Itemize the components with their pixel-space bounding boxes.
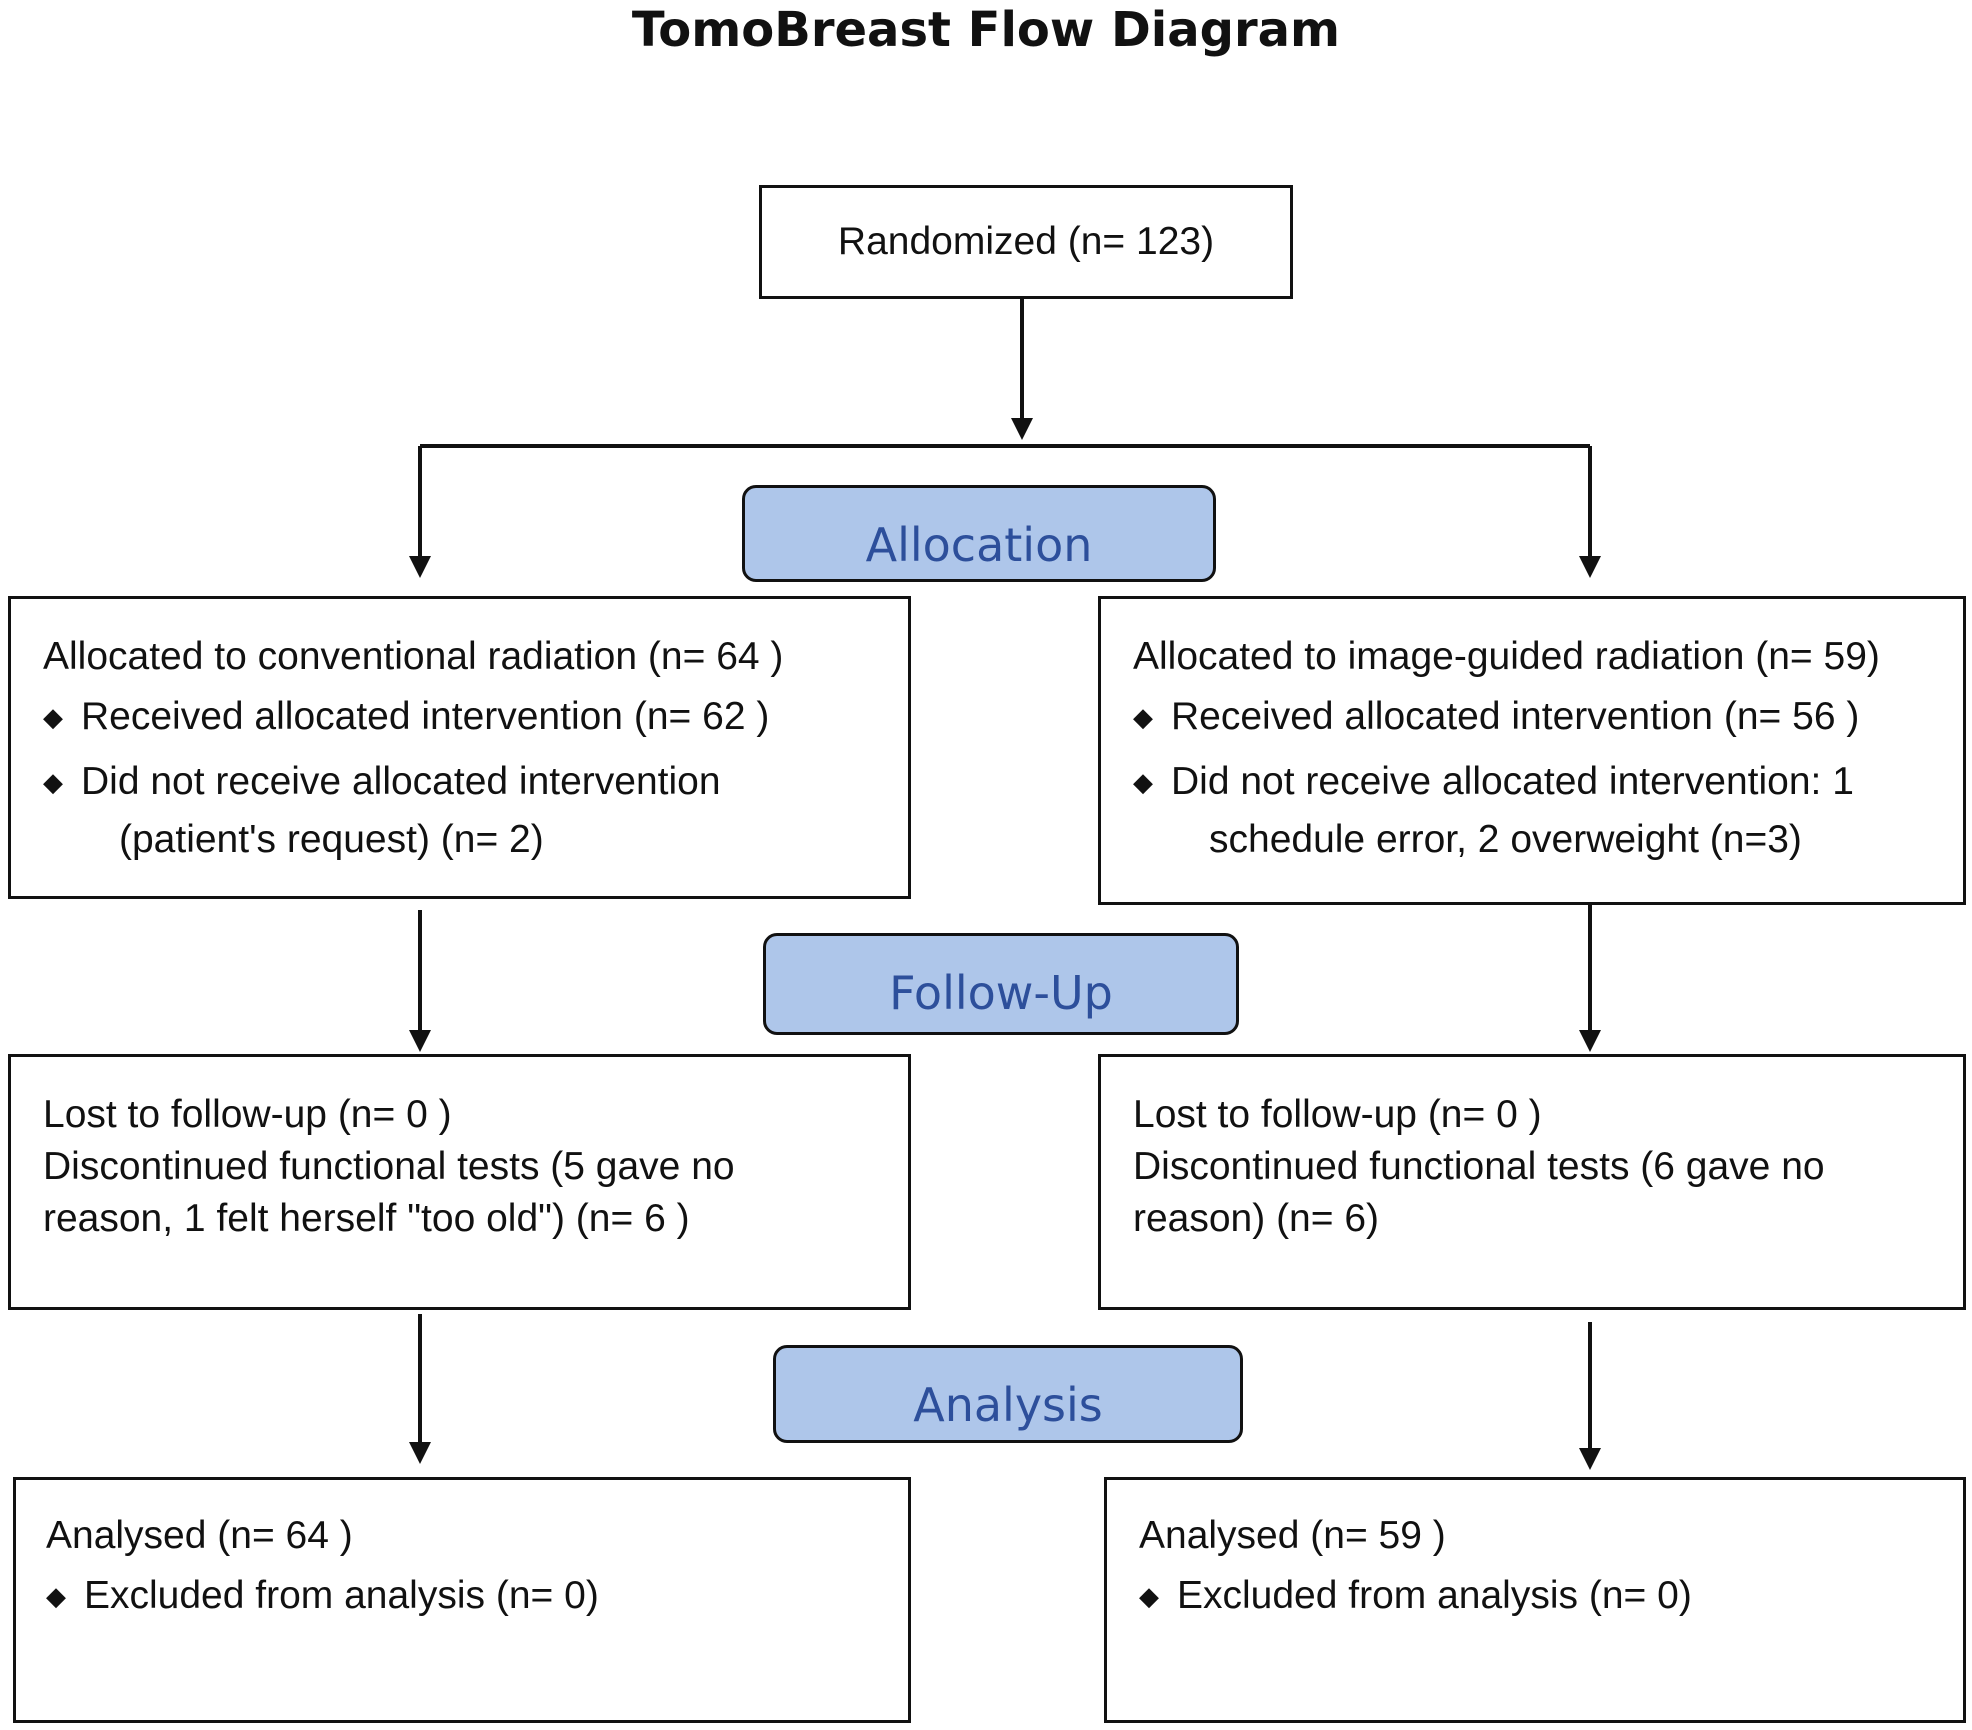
analysis-left-bullet-text: Excluded from analysis (n= 0): [84, 1574, 599, 1617]
stage-allocation: Allocation: [742, 485, 1216, 582]
follow-up-left-line-2: Discontinued functional tests (5 gave no: [43, 1145, 735, 1188]
stage-follow-up-label: Follow-Up: [889, 966, 1113, 1020]
stage-follow-up: Follow-Up: [763, 933, 1239, 1035]
allocation-right-bullet-1: ◆ Received allocated intervention (n= 56…: [1133, 693, 1963, 741]
stage-allocation-label: Allocation: [865, 518, 1093, 572]
analysis-left-box: Analysed (n= 64 ) ◆ Excluded from analys…: [13, 1477, 911, 1723]
allocation-right-bullet-2-continuation: schedule error, 2 overweight (n=3): [1209, 818, 1802, 861]
arrow-head-randomized: [1011, 418, 1033, 440]
allocation-right-box: Allocated to image-guided radiation (n= …: [1098, 596, 1966, 905]
randomized-label: Randomized (n= 123): [837, 220, 1215, 263]
arrow-head-followup-left: [409, 1030, 431, 1052]
allocation-left-bullet-2-continuation: (patient's request) (n= 2): [119, 818, 544, 861]
arrow-head-followup-right: [1579, 1030, 1601, 1052]
allocation-left-bullet-1: ◆ Received allocated intervention (n= 62…: [43, 693, 908, 741]
diamond-bullet-icon: ◆: [43, 702, 63, 732]
diamond-bullet-icon: ◆: [1133, 702, 1153, 732]
follow-up-left-box: Lost to follow-up (n= 0 ) Discontinued f…: [8, 1054, 911, 1310]
follow-up-right-line-1: Lost to follow-up (n= 0 ): [1133, 1093, 1542, 1136]
stage-analysis: Analysis: [773, 1345, 1243, 1443]
follow-up-left-line-1: Lost to follow-up (n= 0 ): [43, 1093, 452, 1136]
allocation-left-bullet-2-text: Did not receive allocated intervention: [81, 760, 721, 803]
analysis-right-box: Analysed (n= 59 ) ◆ Excluded from analys…: [1104, 1477, 1966, 1723]
analysis-left-bullet: ◆ Excluded from analysis (n= 0): [46, 1572, 908, 1620]
allocation-left-heading: Allocated to conventional radiation (n= …: [43, 635, 784, 678]
allocation-left-bullet-1-text: Received allocated intervention (n= 62 ): [81, 695, 770, 738]
diamond-bullet-icon: ◆: [43, 767, 63, 797]
allocation-left-bullet-2: ◆ Did not receive allocated intervention…: [43, 758, 908, 864]
analysis-left-heading: Analysed (n= 64 ): [46, 1514, 353, 1557]
diamond-bullet-icon: ◆: [1139, 1581, 1159, 1611]
analysis-right-bullet-text: Excluded from analysis (n= 0): [1177, 1574, 1692, 1617]
analysis-right-heading: Analysed (n= 59 ): [1139, 1514, 1446, 1557]
stage-analysis-label: Analysis: [913, 1378, 1103, 1432]
diamond-bullet-icon: ◆: [1133, 767, 1153, 797]
arrow-head-analysis-left: [409, 1442, 431, 1464]
allocation-left-box: Allocated to conventional radiation (n= …: [8, 596, 911, 899]
analysis-right-bullet: ◆ Excluded from analysis (n= 0): [1139, 1572, 1963, 1620]
arrow-head-split-left: [409, 556, 431, 578]
arrow-head-split-right: [1579, 556, 1601, 578]
diamond-bullet-icon: ◆: [46, 1581, 66, 1611]
arrow-head-analysis-right: [1579, 1448, 1601, 1470]
randomized-box: Randomized (n= 123): [759, 185, 1293, 299]
follow-up-right-line-3: reason) (n= 6): [1133, 1197, 1380, 1240]
allocation-right-bullet-2: ◆ Did not receive allocated intervention…: [1133, 758, 1963, 864]
allocation-right-bullet-2-text: Did not receive allocated intervention: …: [1171, 760, 1854, 803]
diagram-title: TomoBreast Flow Diagram: [631, 2, 1341, 58]
follow-up-right-box: Lost to follow-up (n= 0 ) Discontinued f…: [1098, 1054, 1966, 1310]
allocation-right-heading: Allocated to image-guided radiation (n= …: [1133, 635, 1880, 678]
follow-up-right-line-2: Discontinued functional tests (6 gave no: [1133, 1145, 1825, 1188]
allocation-right-bullet-1-text: Received allocated intervention (n= 56 ): [1171, 695, 1860, 738]
follow-up-left-line-3: reason, 1 felt herself "too old") (n= 6 …: [43, 1197, 690, 1240]
